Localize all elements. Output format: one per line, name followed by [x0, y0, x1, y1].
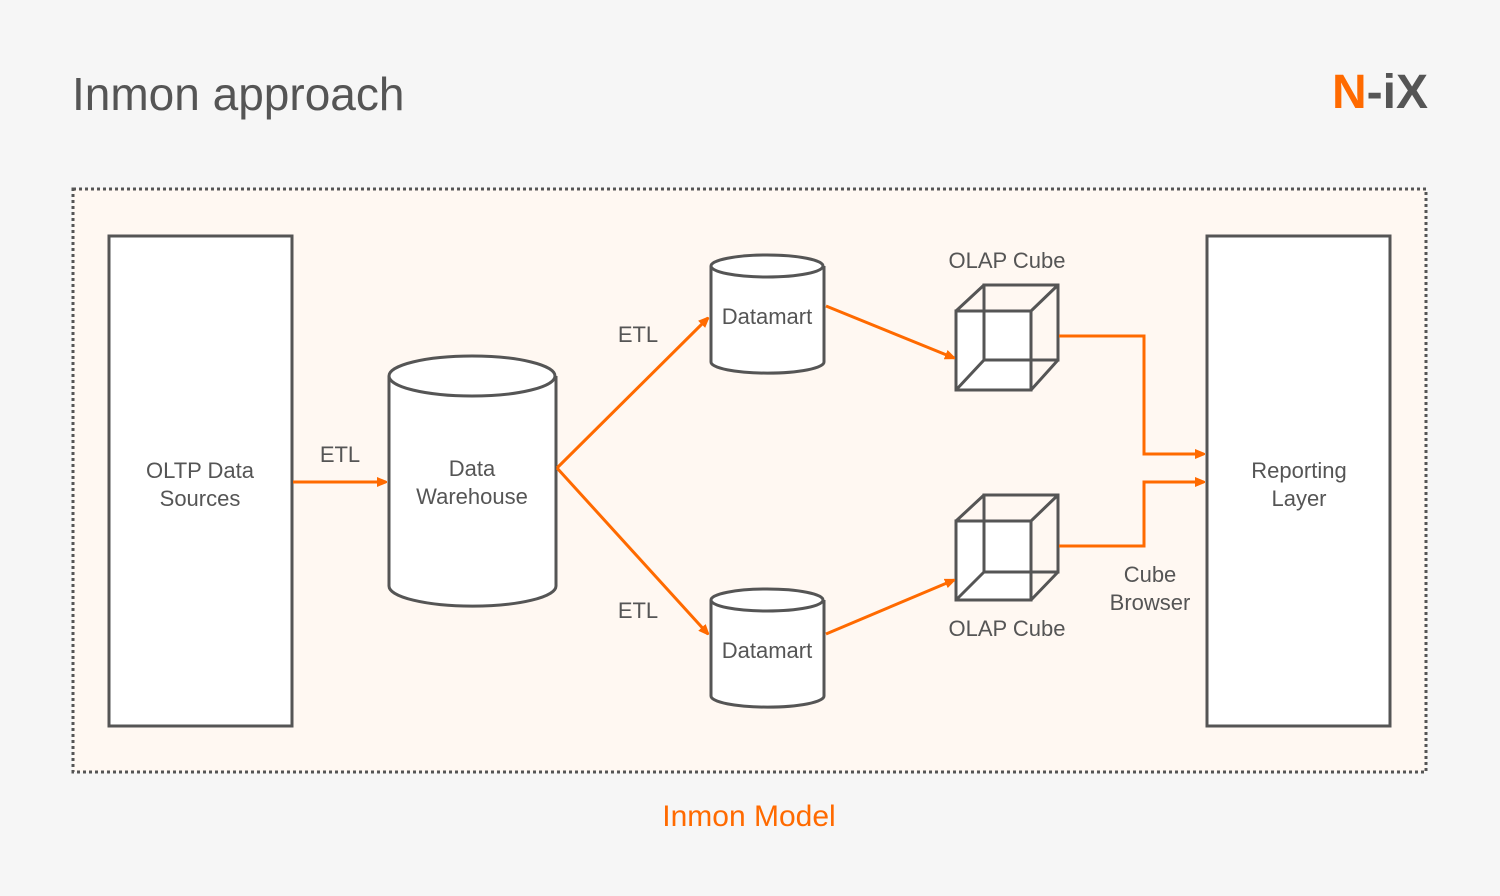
datamart-bottom-cylinder [709, 587, 826, 709]
datamart-top-label: Datamart [722, 304, 812, 329]
etl-top-label: ETL [618, 322, 658, 347]
arrow-datamart-bottom-to-cube [825, 578, 954, 636]
n-ix-logo: N-iX [1332, 66, 1428, 119]
arrow-warehouse-to-datamart-top [555, 318, 708, 470]
arrow-cube-top-to-reporting [1059, 334, 1204, 454]
olap-cube-bottom-label: OLAP Cube [948, 616, 1065, 641]
arrow-warehouse-to-datamart-bottom [555, 466, 708, 634]
oltp-sources-box [107, 234, 294, 728]
svg-text:N-iX: N-iX [1332, 66, 1428, 119]
data-warehouse-cylinder [387, 354, 558, 608]
etl-bottom-label: ETL [618, 598, 658, 623]
olap-cube-top-icon [954, 283, 1060, 392]
datamart-top-cylinder [709, 253, 826, 375]
etl-main-label: ETL [320, 442, 360, 467]
page-title: Inmon approach [72, 68, 404, 120]
datamart-bottom-label: Datamart [722, 638, 812, 663]
arrow-datamart-top-to-cube [825, 304, 954, 360]
arrow-cube-bottom-to-reporting [1059, 482, 1204, 548]
diagram-caption: Inmon Model [662, 800, 835, 833]
olap-cube-top-label: OLAP Cube [948, 248, 1065, 273]
olap-cube-bottom-icon [954, 493, 1060, 602]
reporting-layer-box [1205, 234, 1392, 728]
